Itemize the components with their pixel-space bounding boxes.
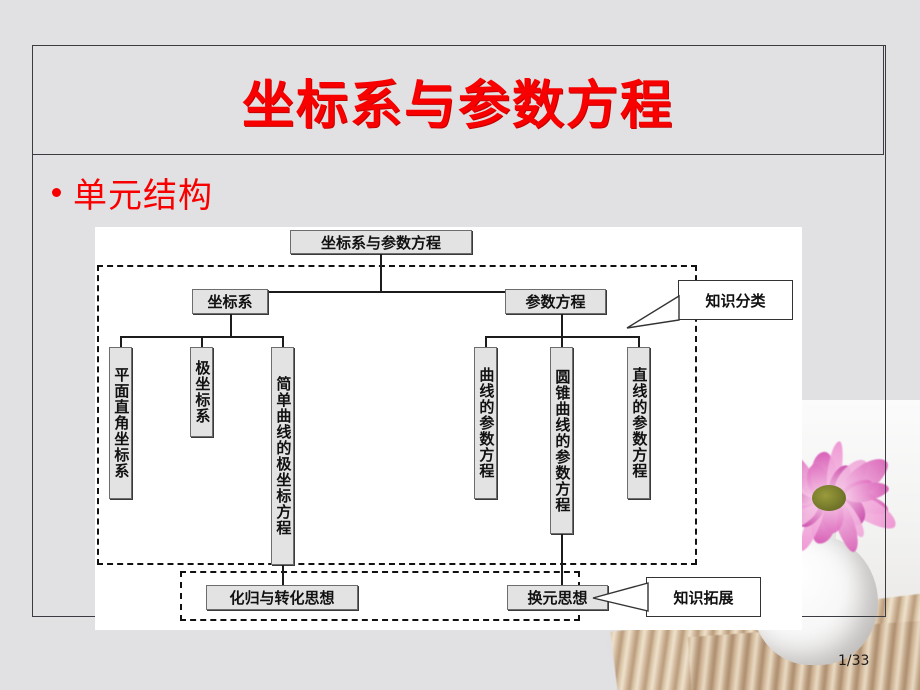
connector-down-to-bottom-right	[561, 534, 563, 591]
connector-down-to-bottom-left	[282, 565, 284, 591]
bullet-dot-icon	[52, 188, 61, 197]
page-number: 1/33	[838, 653, 870, 669]
node-leaf-plane-rect-coord: 平面直角坐标系	[109, 347, 132, 499]
bullet-item-unit-structure: 单元结构	[52, 168, 213, 217]
node-branch-right: 参数方程	[505, 289, 606, 314]
connector-right-leaf-2	[561, 336, 563, 348]
callout-knowledge-extension: 知识拓展	[646, 577, 761, 617]
connector-right-leaf-1	[485, 336, 487, 348]
callout-tail-classification	[626, 294, 680, 329]
connector-left-leaf-2	[201, 336, 203, 348]
connector-left-branch-down	[230, 314, 232, 337]
page-title: 坐标系与参数方程	[241, 74, 674, 136]
callout-tail-extension	[592, 582, 649, 612]
connector-right-leaf-3	[638, 336, 640, 348]
node-leaf-curve-param-eq: 曲线的参数方程	[474, 347, 497, 499]
slide-title-box: 坐标系与参数方程	[32, 45, 884, 155]
connector-root-down	[380, 254, 382, 292]
node-root: 坐标系与参数方程	[290, 230, 472, 254]
flower-center	[812, 485, 846, 511]
node-leaf-simple-curve-polar-eq: 简单曲线的极坐标方程	[271, 347, 294, 565]
bullet-item-label: 单元结构	[73, 176, 213, 216]
dashed-group-classification	[97, 265, 697, 565]
node-bottom-transformation-thinking: 化归与转化思想	[206, 585, 358, 610]
node-leaf-line-param-eq: 直线的参数方程	[627, 347, 650, 499]
callout-knowledge-classification: 知识分类	[678, 280, 793, 320]
connector-level1-bus	[230, 291, 563, 293]
node-bottom-substitution-thinking: 换元思想	[507, 585, 608, 610]
node-leaf-conic-param-eq: 圆锥曲线的参数方程	[550, 347, 573, 534]
node-branch-left: 坐标系	[192, 289, 268, 314]
connector-left-leaf-1	[120, 336, 122, 348]
node-leaf-polar-coord: 极坐标系	[190, 347, 213, 437]
connector-left-leaf-3	[282, 336, 284, 348]
connector-right-branch-down	[561, 314, 563, 337]
unit-structure-diagram: 坐标系与参数方程 坐标系 参数方程 平面直角坐标系 极坐标系 简单曲线的极坐标方…	[95, 227, 802, 630]
